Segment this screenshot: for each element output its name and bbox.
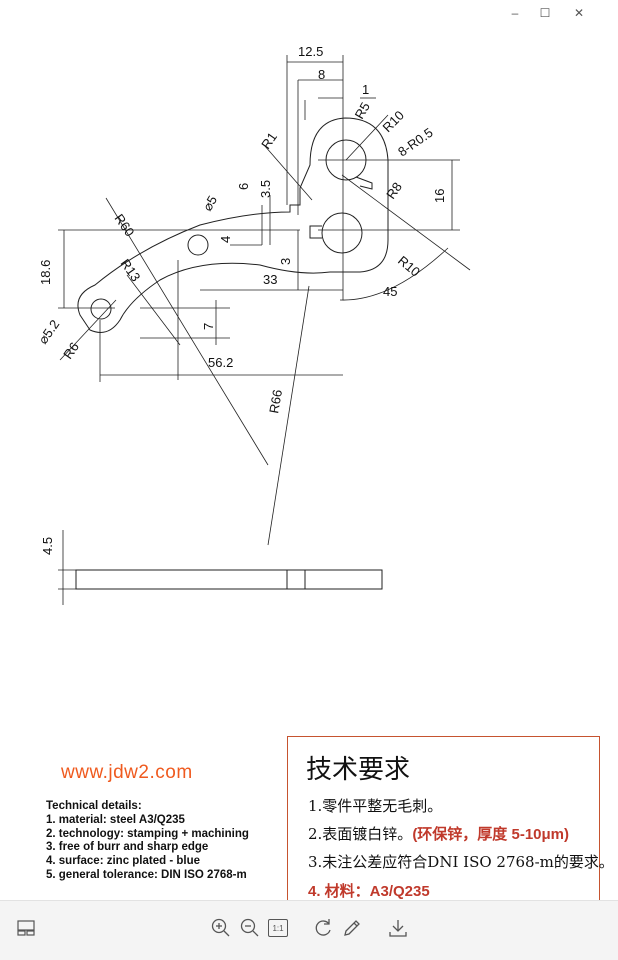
dim-4-5: 4.5 [40, 537, 55, 555]
dim-r5: R5 [352, 100, 373, 122]
window-controls: – ☐ ✕ [498, 0, 618, 26]
tech-en-item: 2. technology: stamping + machining [46, 827, 249, 840]
dim-16: 16 [432, 189, 447, 203]
dim-18-6: 18.6 [38, 260, 53, 285]
tech-cn-item-2-main: 2.表面镀白锌。 [308, 825, 413, 843]
minimize-button[interactable]: – [511, 6, 519, 20]
hole-small [187, 234, 209, 256]
zoom-in-icon[interactable] [210, 917, 232, 939]
edit-icon[interactable] [341, 917, 363, 939]
tech-en-heading: Technical details: [46, 800, 142, 812]
brand-url: www.jdw2.com [61, 762, 193, 783]
dim-45: 45 [383, 284, 397, 299]
download-icon[interactable] [387, 917, 409, 939]
hole-left [90, 298, 112, 320]
tech-en-item: 4. surface: zinc plated - blue [46, 855, 201, 868]
actual-size-button[interactable]: 1:1 [268, 919, 288, 937]
tech-cn-item-2: 2.表面镀白锌。(环保锌，厚度 5-10μm) [308, 823, 569, 844]
dim-8: 8 [318, 67, 325, 82]
part-outline [77, 117, 389, 333]
dim-phi5: ⌀5 [200, 193, 221, 214]
viewer-toolbar: 1:1 [0, 900, 618, 960]
actual-size-label: 1:1 [272, 923, 284, 933]
dim-56-2: 56.2 [208, 355, 233, 370]
tech-cn-item-2-note: (环保锌，厚度 5-10μm) [412, 826, 570, 843]
dim-7: 7 [201, 323, 216, 330]
tech-en-item: 5. general tolerance: DIN ISO 2768-m [46, 868, 247, 881]
rotate-icon[interactable] [312, 917, 334, 939]
dim-4: 4 [218, 236, 233, 243]
dim-1: 1 [362, 82, 369, 97]
maximize-button[interactable]: ☐ [539, 6, 551, 20]
side-view [75, 569, 383, 590]
tech-en-item: 3. free of burr and sharp edge [46, 841, 209, 854]
close-button[interactable]: ✕ [573, 6, 585, 20]
tech-cn-item-4: 4. 材料：A3/Q235 [308, 883, 430, 900]
dim-6: 6 [236, 183, 251, 190]
tech-cn-item-1: 1.零件平整无毛刺。 [308, 797, 443, 815]
tech-cn-item-3: 3.未注公差应符合DNI ISO 2768-m的要求。 [308, 853, 614, 871]
tech-en-item: 1. material: steel A3/Q235 [46, 813, 185, 826]
zoom-out-icon[interactable] [239, 917, 261, 939]
technical-requirements-cn: 技术要求 1.零件平整无毛刺。 2.表面镀白锌。(环保锌，厚度 5-10μm) … [287, 736, 614, 911]
dim-12-5: 12.5 [298, 44, 323, 59]
dim-3-5: 3.5 [258, 180, 273, 198]
technical-details-en: Technical details: 1. material: steel A3… [46, 800, 249, 883]
tech-cn-title: 技术要求 [306, 755, 411, 785]
layout-icon[interactable] [15, 917, 37, 939]
hole-mid [321, 212, 363, 254]
dim-r66: R66 [266, 388, 285, 414]
dim-33: 33 [263, 272, 277, 287]
dim-3: 3 [278, 258, 293, 265]
